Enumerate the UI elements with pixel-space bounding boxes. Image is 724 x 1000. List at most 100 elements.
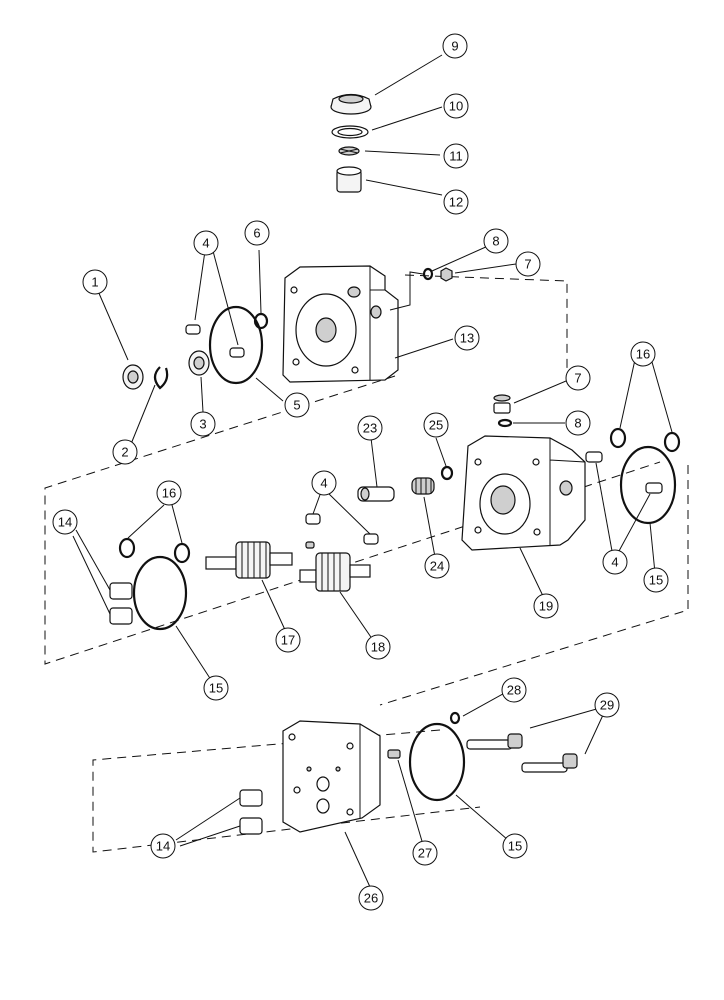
callout-c7b: 7 xyxy=(565,365,591,391)
callout-c11: 11 xyxy=(443,143,469,169)
callout-number: 16 xyxy=(162,486,176,501)
callout-c26: 26 xyxy=(358,885,384,911)
assembly-boundaries xyxy=(44,274,689,853)
part-13-housing xyxy=(282,265,399,383)
part-23-valve-spool xyxy=(357,486,395,502)
callout-number: 24 xyxy=(430,559,444,574)
callout-c29: 29 xyxy=(594,692,620,718)
callout-circle xyxy=(365,634,391,660)
callout-c3: 3 xyxy=(190,411,216,437)
callout-circle xyxy=(284,392,310,418)
callout-circle xyxy=(311,470,337,496)
callout-c16a: 16 xyxy=(630,341,656,367)
part-19-housing xyxy=(461,435,586,551)
part-1-bearing xyxy=(122,364,144,390)
callout-circle xyxy=(643,567,669,593)
callout-c8a: 8 xyxy=(483,228,509,254)
part-25-oring xyxy=(440,465,454,481)
callout-number: 2 xyxy=(121,445,128,460)
callout-c27: 27 xyxy=(412,840,438,866)
callout-circle xyxy=(190,411,216,437)
callout-c18: 18 xyxy=(365,634,391,660)
part-2-snap-ring xyxy=(153,366,169,390)
part-4-dowels-mid xyxy=(305,513,379,549)
callout-circle xyxy=(424,553,450,579)
callout-c14b: 14 xyxy=(150,833,176,859)
callout-c19: 19 xyxy=(533,593,559,619)
callout-number: 4 xyxy=(320,476,327,491)
callout-number: 6 xyxy=(253,226,260,241)
callout-c6: 6 xyxy=(244,220,270,246)
callout-c1: 1 xyxy=(82,269,108,295)
callout-circle xyxy=(203,675,229,701)
callout-c5: 5 xyxy=(284,392,310,418)
callout-number: 14 xyxy=(156,839,170,854)
callout-circle xyxy=(412,840,438,866)
callout-number: 17 xyxy=(281,633,295,648)
callout-circle xyxy=(156,480,182,506)
part-15-oring-low xyxy=(408,722,466,802)
callout-number: 10 xyxy=(449,99,463,114)
part-15-oring-right xyxy=(619,445,677,525)
callout-number: 4 xyxy=(202,236,209,251)
callout-number: 28 xyxy=(507,683,521,698)
callout-circle xyxy=(533,593,559,619)
callout-circle xyxy=(565,365,591,391)
part-27-pin xyxy=(387,749,401,759)
callout-c4b: 4 xyxy=(311,470,337,496)
part-5-oring xyxy=(208,305,264,385)
callout-circle xyxy=(454,325,480,351)
callout-c25: 25 xyxy=(423,412,449,438)
part-6-oring-small xyxy=(253,312,269,330)
callout-circle xyxy=(483,228,509,254)
callout-number: 12 xyxy=(449,195,463,210)
part-4-dowels-right xyxy=(585,451,663,494)
callout-number: 15 xyxy=(209,681,223,696)
part-14-bushings-low xyxy=(239,789,263,835)
callout-circle xyxy=(565,410,591,436)
part-14-bushings-mid xyxy=(109,582,133,625)
callout-circle xyxy=(443,189,469,215)
callout-c4c: 4 xyxy=(602,549,628,575)
part-7-plug-mid xyxy=(493,394,511,414)
part-18-driven-gear xyxy=(299,552,371,592)
part-11-spring xyxy=(338,146,360,156)
callout-circle xyxy=(112,439,138,465)
callout-c15a: 15 xyxy=(643,567,669,593)
part-17-drive-gear xyxy=(205,541,293,579)
part-29-bolts xyxy=(466,733,578,773)
part-24-spring xyxy=(411,477,435,495)
part-8-oring-mid xyxy=(497,418,513,428)
part-9-cap xyxy=(330,93,372,115)
callout-c15c: 15 xyxy=(502,833,528,859)
callout-number: 11 xyxy=(449,149,463,164)
callout-c23: 23 xyxy=(357,415,383,441)
callout-number: 7 xyxy=(574,371,581,386)
part-28-oring xyxy=(449,711,461,725)
callout-circle xyxy=(602,549,628,575)
callout-c17: 17 xyxy=(275,627,301,653)
callout-c2: 2 xyxy=(112,439,138,465)
callout-circle xyxy=(52,509,78,535)
callout-circle xyxy=(275,627,301,653)
part-4-dowels-upper xyxy=(185,324,245,358)
callout-c8b: 8 xyxy=(565,410,591,436)
callout-number: 8 xyxy=(574,416,581,431)
callout-number: 25 xyxy=(429,418,443,433)
callout-number: 27 xyxy=(418,846,432,861)
callout-circle xyxy=(630,341,656,367)
callout-c7a: 7 xyxy=(515,251,541,277)
callout-number: 4 xyxy=(611,555,618,570)
callout-c28: 28 xyxy=(501,677,527,703)
callout-number: 9 xyxy=(451,39,458,54)
callout-circle xyxy=(358,885,384,911)
callout-c12: 12 xyxy=(443,189,469,215)
part-12-sleeve xyxy=(336,166,362,193)
callout-circle xyxy=(82,269,108,295)
callout-number: 19 xyxy=(539,599,553,614)
callout-number: 5 xyxy=(293,398,300,413)
callout-circle xyxy=(150,833,176,859)
